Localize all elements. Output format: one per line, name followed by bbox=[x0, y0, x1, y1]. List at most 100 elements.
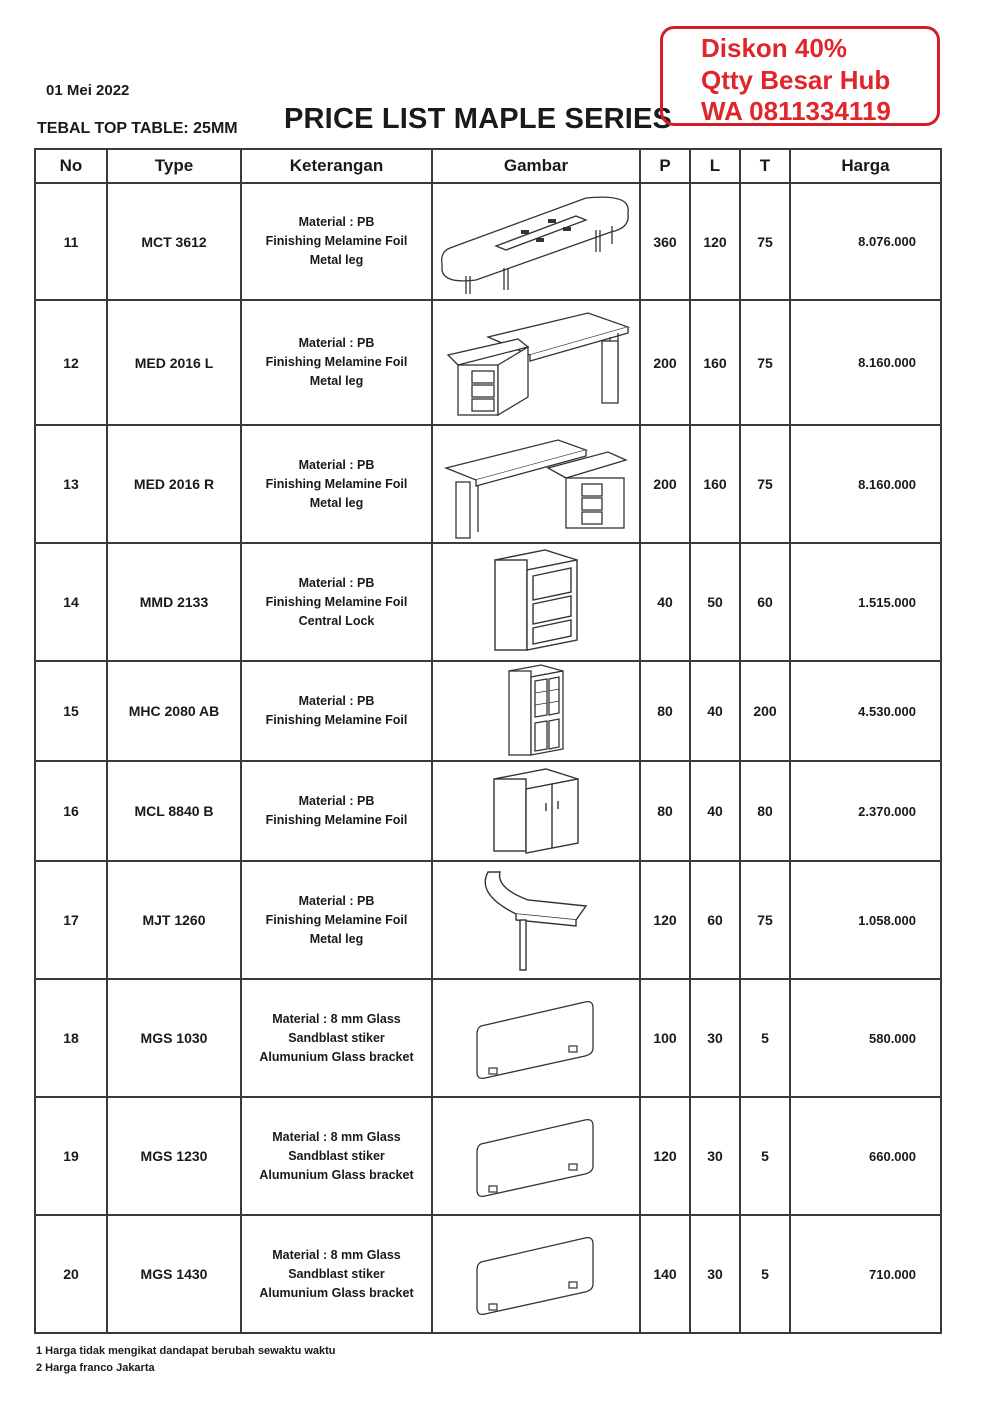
row-harga: 660.000 bbox=[789, 1096, 942, 1216]
row-l: 160 bbox=[689, 299, 741, 426]
keterangan-line: Finishing Melamine Foil bbox=[265, 234, 408, 248]
keterangan-line: Material : PB bbox=[298, 794, 375, 808]
row-harga: 710.000 bbox=[789, 1214, 942, 1334]
row-p: 80 bbox=[639, 760, 691, 862]
row-type: MMD 2133 bbox=[106, 542, 242, 662]
keterangan-line: Finishing Melamine Foil bbox=[265, 912, 408, 927]
tall-cabinet-icon bbox=[433, 663, 639, 759]
header-keterangan: Keterangan bbox=[240, 148, 433, 184]
row-no: 15 bbox=[34, 660, 108, 762]
row-gambar bbox=[431, 860, 641, 980]
row-l: 40 bbox=[689, 760, 741, 862]
header-t: T bbox=[739, 148, 791, 184]
header-no: No bbox=[34, 148, 108, 184]
keterangan-line: Material : 8 mm Glass bbox=[272, 1247, 401, 1262]
keterangan-line: Material : 8 mm Glass bbox=[272, 1011, 401, 1026]
row-t: 5 bbox=[739, 978, 791, 1098]
promo-whatsapp: WA 0811334119 bbox=[701, 96, 891, 126]
promo-box: Diskon 40% Qtty Besar Hub WA 0811334119 bbox=[660, 26, 940, 126]
keterangan-line: Finishing Melamine Foil bbox=[265, 476, 408, 491]
row-type: MHC 2080 AB bbox=[106, 660, 242, 762]
glass-screen-icon bbox=[433, 1110, 639, 1202]
keterangan-line: Metal leg bbox=[309, 495, 364, 510]
keterangan-line: Finishing Melamine Foil bbox=[265, 355, 408, 369]
joint-table-icon bbox=[433, 864, 639, 976]
document-date: 01 Mei 2022 bbox=[46, 82, 130, 99]
row-gambar bbox=[431, 1214, 641, 1334]
row-type: MGS 1230 bbox=[106, 1096, 242, 1216]
keterangan-line: Material : PB bbox=[298, 575, 375, 590]
row-type: MED 2016 L bbox=[106, 299, 242, 426]
row-gambar bbox=[431, 978, 641, 1098]
row-type: MGS 1430 bbox=[106, 1214, 242, 1334]
row-harga: 8.160.000 bbox=[789, 299, 942, 426]
mobile-drawer-icon bbox=[433, 546, 639, 658]
conference-table-icon bbox=[433, 186, 639, 298]
row-type: MCT 3612 bbox=[106, 182, 242, 301]
promo-quantity: Qtty Besar Hub bbox=[701, 65, 891, 95]
row-gambar bbox=[431, 299, 641, 426]
promo-discount: Diskon 40% bbox=[701, 33, 847, 63]
row-gambar bbox=[431, 660, 641, 762]
keterangan-line: Metal leg bbox=[309, 374, 364, 388]
row-l: 160 bbox=[689, 424, 741, 544]
page-title: PRICE LIST MAPLE SERIES bbox=[284, 103, 673, 135]
row-p: 200 bbox=[639, 424, 691, 544]
header-gambar: Gambar bbox=[431, 148, 641, 184]
keterangan-line: Sandblast stiker bbox=[288, 1266, 385, 1281]
header-p: P bbox=[639, 148, 691, 184]
header-l: L bbox=[689, 148, 741, 184]
row-no: 13 bbox=[34, 424, 108, 544]
price-table: No Type Keterangan Gambar P L T Harga 11… bbox=[34, 148, 942, 1334]
row-no: 14 bbox=[34, 542, 108, 662]
row-no: 20 bbox=[34, 1214, 108, 1334]
row-p: 120 bbox=[639, 860, 691, 980]
row-no: 18 bbox=[34, 978, 108, 1098]
keterangan-line: Alumunium Glass bracket bbox=[259, 1049, 414, 1064]
row-gambar bbox=[431, 424, 641, 544]
keterangan-line: Finishing Melamine Foil bbox=[265, 813, 408, 827]
row-harga: 8.160.000 bbox=[789, 424, 942, 544]
footnotes: 1 Harga tidak mengikat dandapat berubah … bbox=[36, 1343, 336, 1377]
table-header-row: No Type Keterangan Gambar P L T Harga bbox=[34, 148, 942, 184]
row-no: 17 bbox=[34, 860, 108, 980]
keterangan-line: Material : PB bbox=[298, 336, 375, 350]
row-l: 60 bbox=[689, 860, 741, 980]
row-no: 11 bbox=[34, 182, 108, 301]
keterangan-line: Alumunium Glass bracket bbox=[259, 1285, 414, 1300]
footnote-2: 2 Harga franco Jakarta bbox=[36, 1362, 155, 1374]
keterangan-line: Material : 8 mm Glass bbox=[272, 1129, 401, 1144]
glass-screen-icon bbox=[433, 992, 639, 1084]
row-p: 140 bbox=[639, 1214, 691, 1334]
row-harga: 580.000 bbox=[789, 978, 942, 1098]
row-keterangan: Material : PB Finishing Melamine Foil bbox=[240, 760, 433, 862]
header-type: Type bbox=[106, 148, 242, 184]
row-gambar bbox=[431, 182, 641, 301]
row-t: 60 bbox=[739, 542, 791, 662]
row-p: 80 bbox=[639, 660, 691, 762]
row-p: 120 bbox=[639, 1096, 691, 1216]
header-harga: Harga bbox=[789, 148, 942, 184]
glass-screen-icon bbox=[433, 1228, 639, 1320]
l-desk-right-icon bbox=[433, 428, 639, 540]
row-t: 5 bbox=[739, 1096, 791, 1216]
row-t: 5 bbox=[739, 1214, 791, 1334]
keterangan-line: Finishing Melamine Foil bbox=[265, 594, 408, 609]
